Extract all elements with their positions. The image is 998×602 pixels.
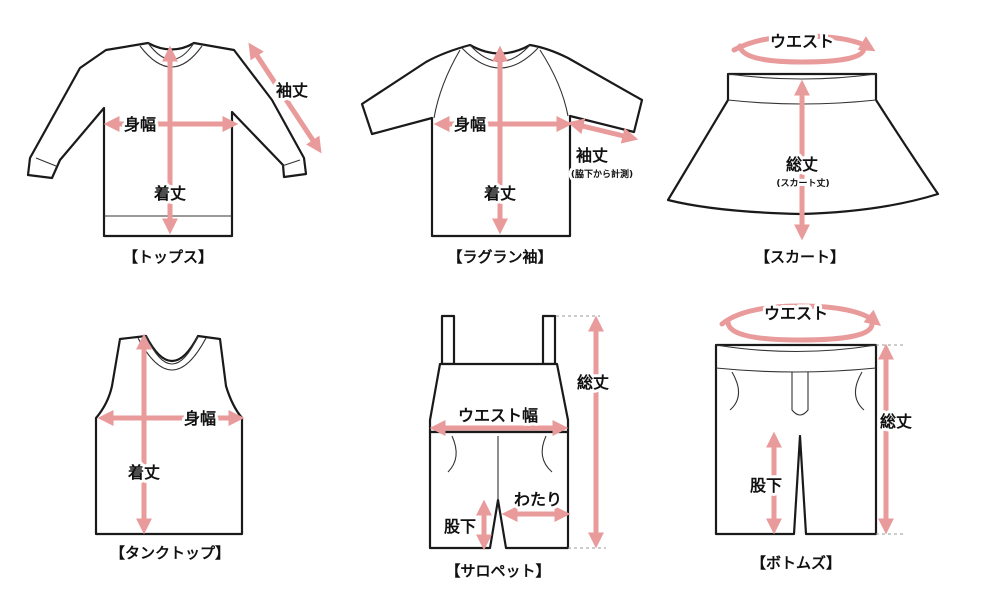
overalls-thigh-label: わたり xyxy=(514,490,562,509)
skirt-measure-arrows xyxy=(731,33,876,241)
tank-length-label: 着丈 xyxy=(127,463,160,482)
tops-garment xyxy=(26,41,308,238)
tank-measure-arrows xyxy=(97,333,245,535)
tops-body-width-label: 身幅 xyxy=(124,115,156,134)
tank-body-width-label: 身幅 xyxy=(184,409,216,428)
raglan-caption: 【ラグラン袖】 xyxy=(447,248,552,266)
raglan-measure-arrows xyxy=(433,45,639,235)
skirt-total-length-note: (スカート丈) xyxy=(776,177,829,189)
raglan-body-width-label: 身幅 xyxy=(454,115,486,134)
overalls-waist-width-label: ウエスト幅 xyxy=(458,406,538,425)
skirt-caption: 【スカート】 xyxy=(755,248,845,266)
skirt-waist-label: ウエスト xyxy=(770,32,834,51)
bottoms-waist-label: ウエスト xyxy=(764,304,828,323)
raglan-sleeve-label: 袖丈 xyxy=(576,146,608,165)
bottoms-total-length-label: 総丈 xyxy=(880,412,912,431)
bottoms-inseam-label: 股下 xyxy=(750,476,782,495)
skirt-total-length-label: 総丈 xyxy=(786,155,818,174)
bottoms-measure-arrows xyxy=(719,303,895,535)
bottoms-caption: 【ボトムズ】 xyxy=(751,554,841,572)
tops-measure-arrows xyxy=(103,42,322,235)
raglan-sleeve-note: (脇下から計測) xyxy=(571,168,633,180)
tops-length-label: 着丈 xyxy=(153,184,186,203)
overalls-measure-arrows xyxy=(429,315,605,551)
tank-garment xyxy=(94,334,244,536)
tops-caption: 【トップス】 xyxy=(123,248,213,266)
tops-sleeve-label: 袖丈 xyxy=(276,81,308,100)
overalls-caption: 【サロペット】 xyxy=(445,562,550,580)
overalls-total-length-label: 総丈 xyxy=(577,373,609,392)
raglan-length-label: 着丈 xyxy=(483,184,516,203)
bottoms-garment xyxy=(714,343,878,536)
tank-caption: 【タンクトップ】 xyxy=(110,544,230,562)
overalls-rise-label: 股下 xyxy=(444,517,476,536)
overalls-garment xyxy=(428,314,570,550)
